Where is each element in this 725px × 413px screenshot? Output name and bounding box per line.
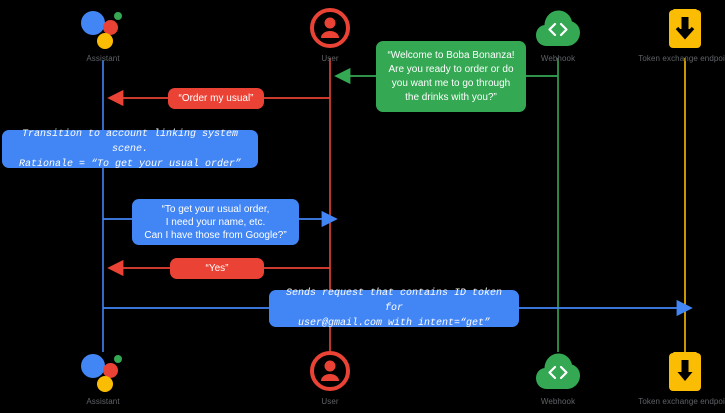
message-sends-request-text: Sends request that contains ID token for… <box>285 288 503 329</box>
actor-label-webhook-top: Webhook <box>540 54 576 63</box>
message-yes: “Yes” <box>170 258 264 279</box>
cloud-code-icon <box>498 349 618 395</box>
actor-label-webhook-bottom: Webhook <box>540 397 576 406</box>
actor-label-user-bottom: User <box>321 397 339 406</box>
actor-assistant-bottom[interactable]: Assistant <box>43 349 163 407</box>
actor-label-assistant-top: Assistant <box>86 54 120 63</box>
actor-webhook-top[interactable]: Webhook <box>498 6 618 64</box>
message-need-name: “To get your usual order, I need your na… <box>132 199 299 245</box>
actor-webhook-bottom[interactable]: Webhook <box>498 349 618 407</box>
message-transition-note: Transition to account linking system sce… <box>2 129 258 170</box>
actor-token-endpoint-top[interactable]: Token exchange endpoint <box>625 6 725 64</box>
message-sends-request: Sends request that contains ID token for… <box>269 288 519 329</box>
message-yes-text: “Yes” <box>205 263 229 274</box>
actor-label-assistant-bottom: Assistant <box>86 397 120 406</box>
actor-label-token-endpoint-bottom: Token exchange endpoint <box>638 397 725 406</box>
user-avatar-icon <box>270 349 390 395</box>
google-assistant-logo-icon <box>43 6 163 52</box>
actor-label-token-endpoint-top: Token exchange endpoint <box>638 54 725 63</box>
actor-user-bottom[interactable]: User <box>270 349 390 407</box>
user-avatar-icon <box>270 6 390 52</box>
google-assistant-logo-icon <box>43 349 163 395</box>
message-order-my-usual: “Order my usual” <box>168 88 264 109</box>
message-transition-note-text: Transition to account linking system sce… <box>18 128 242 170</box>
message-order-my-usual-text: “Order my usual” <box>178 93 254 104</box>
download-box-icon <box>625 349 725 395</box>
download-box-icon <box>625 6 725 52</box>
cloud-code-icon <box>498 6 618 52</box>
message-welcome: “Welcome to Boba Bonanza! Are you ready … <box>376 41 526 112</box>
message-welcome-text: “Welcome to Boba Bonanza! Are you ready … <box>387 49 515 103</box>
actor-label-user-top: User <box>321 54 339 63</box>
actor-token-endpoint-bottom[interactable]: Token exchange endpoint <box>625 349 725 407</box>
message-need-name-text: “To get your usual order, I need your na… <box>144 203 287 241</box>
actor-assistant-top[interactable]: Assistant <box>43 6 163 64</box>
actor-user-top[interactable]: User <box>270 6 390 64</box>
